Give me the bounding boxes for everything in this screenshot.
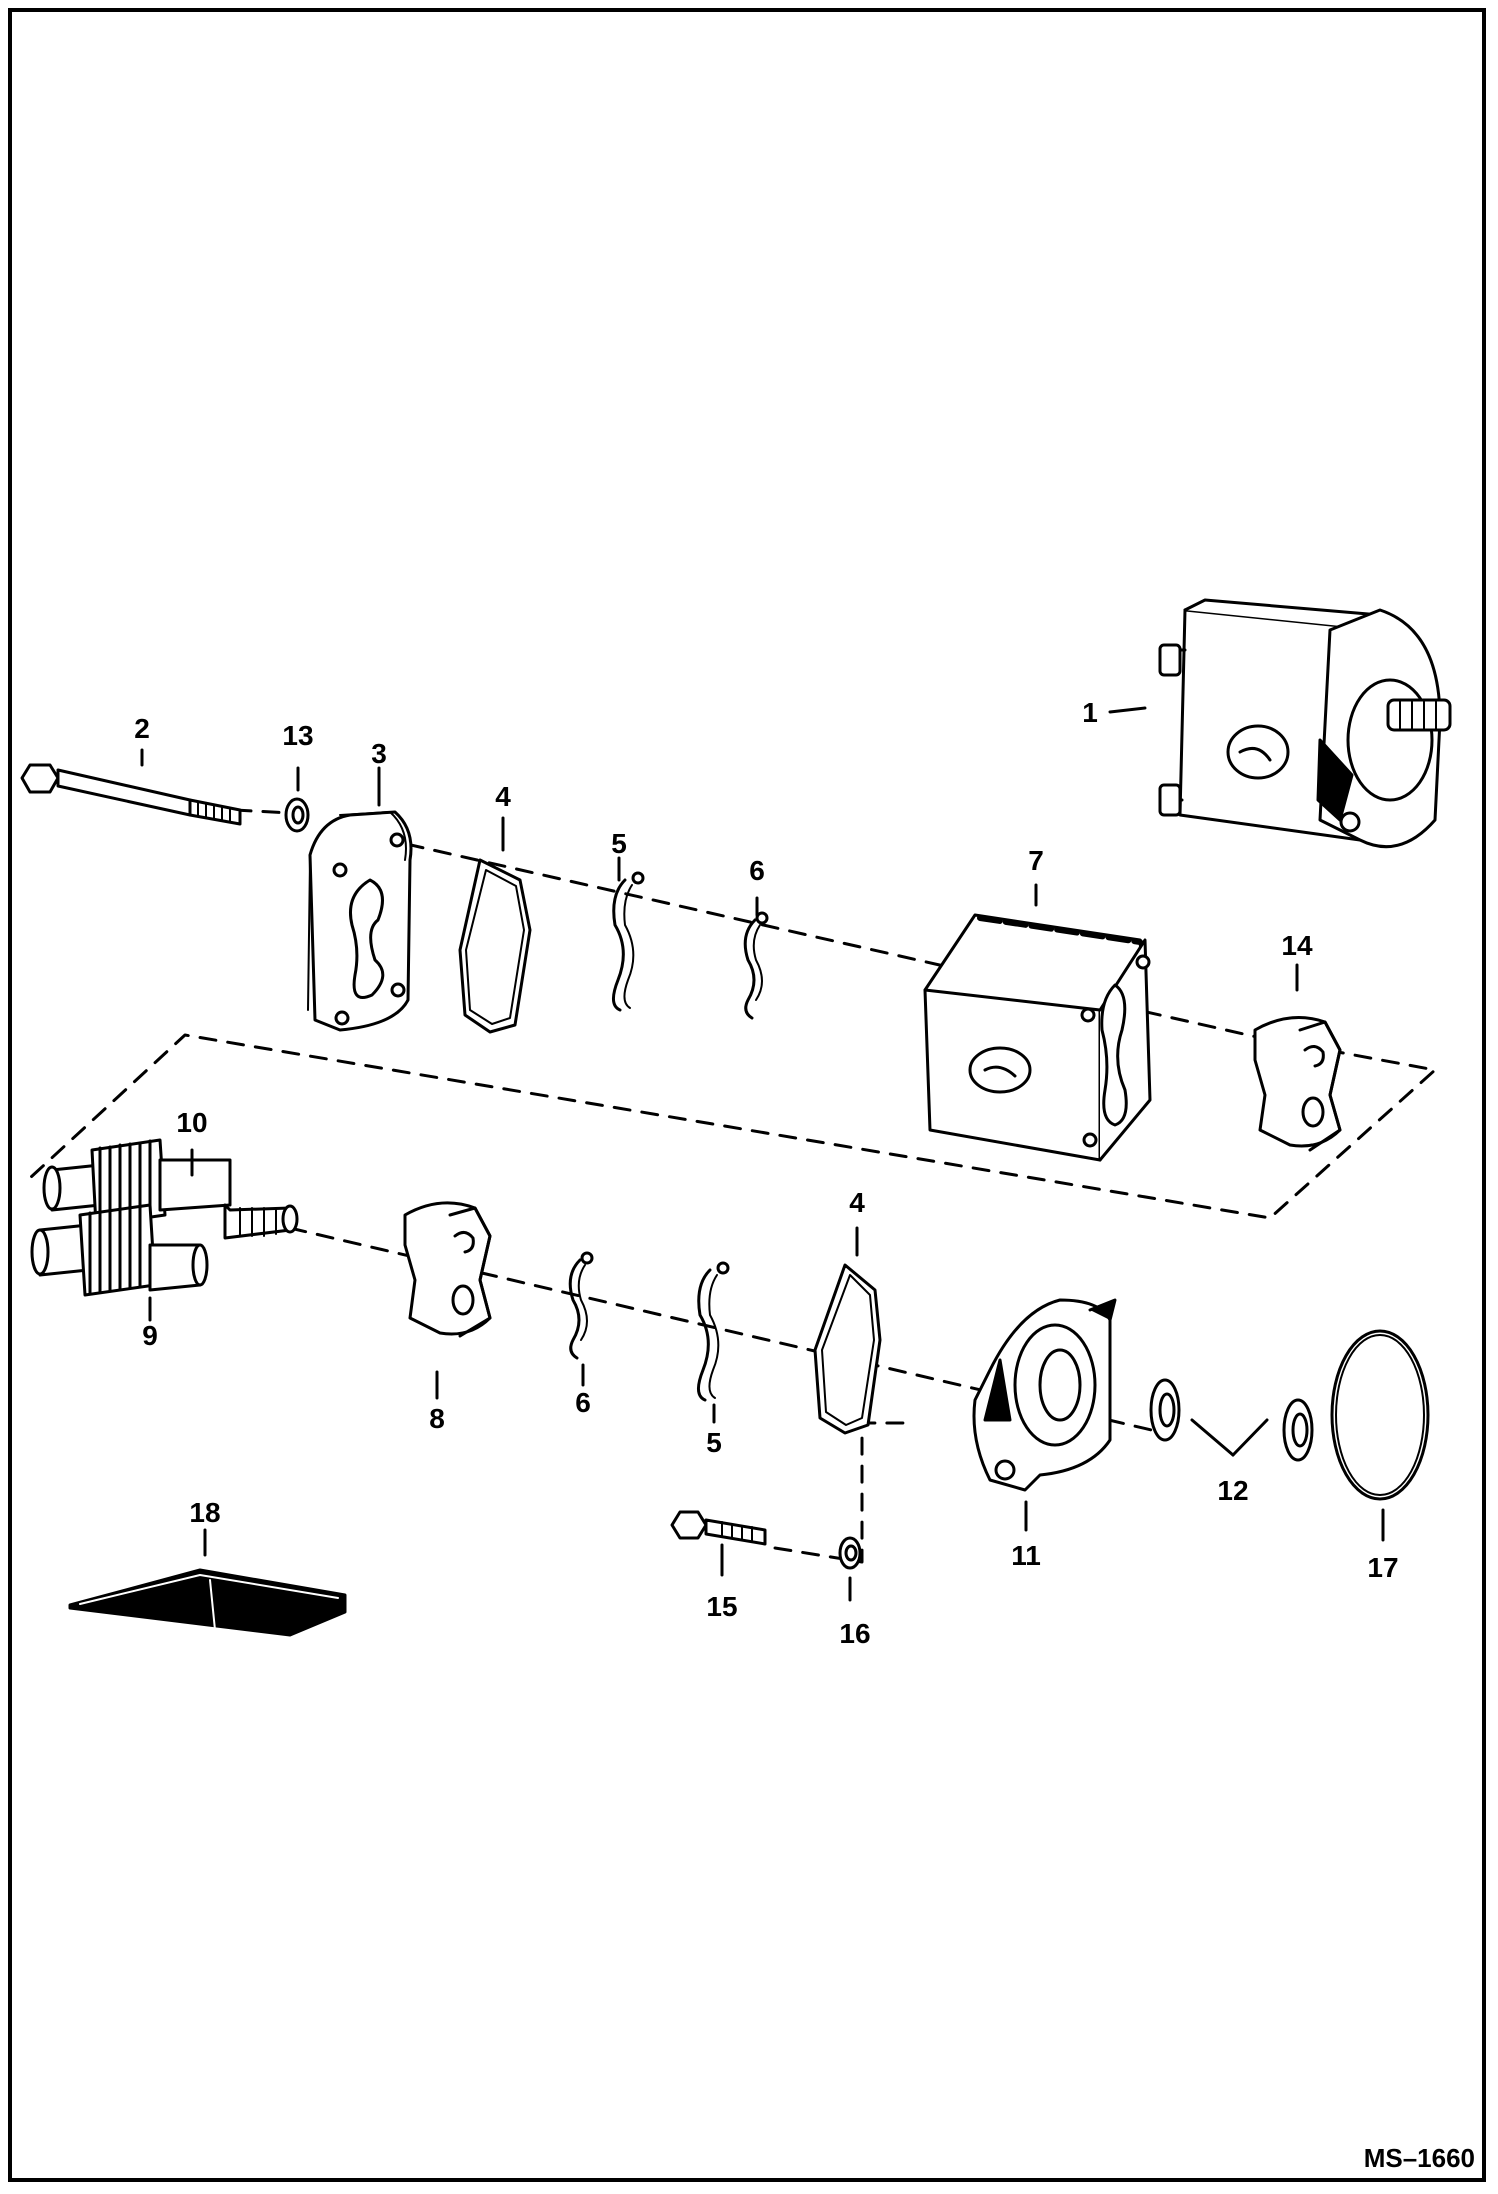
- callout-17: 17: [1367, 1552, 1398, 1583]
- callout-16: 16: [839, 1618, 870, 1649]
- callout-12: 12: [1217, 1475, 1248, 1506]
- part-15-bolt: [670, 1510, 767, 1546]
- callout-4-upper: 4: [495, 781, 511, 812]
- callout-4-lower: 4: [849, 1187, 865, 1218]
- part-14-bearing-block: [1253, 1016, 1342, 1152]
- figure-code: MS–1660: [1364, 2143, 1475, 2173]
- part-8-bearing-block: [403, 1201, 492, 1338]
- callout-8: 8: [429, 1403, 445, 1434]
- callout-6-lower: 6: [575, 1387, 591, 1418]
- part-6-ring-lower: [568, 1251, 594, 1360]
- callout-18: 18: [189, 1497, 220, 1528]
- part-1-pump-assembly: [1158, 598, 1452, 849]
- part-5-backup-ring-upper: [612, 871, 645, 1012]
- part-6-ring-upper: [743, 911, 769, 1020]
- callout-5-lower: 5: [706, 1427, 722, 1458]
- part-10-drive-gear: [42, 1138, 299, 1240]
- part-4-seal-lower: [813, 1263, 882, 1435]
- callout-2: 2: [134, 713, 150, 744]
- part-5-backup-ring-lower: [697, 1261, 730, 1402]
- leader-lines: [140, 706, 1385, 1602]
- part-13-washer: [284, 797, 310, 833]
- part-2-bolt: [20, 763, 242, 826]
- part-9-driven-gear: [30, 1203, 209, 1297]
- callout-6-upper: 6: [749, 855, 765, 886]
- callout-14: 14: [1281, 930, 1313, 961]
- callout-15: 15: [706, 1591, 737, 1622]
- part-4-seal-upper: [458, 858, 532, 1034]
- part-18-decal: [68, 1568, 347, 1637]
- part-3-end-cover: [307, 810, 413, 1032]
- part-7-pump-body: [923, 913, 1152, 1162]
- callout-3: 3: [371, 738, 387, 769]
- callout-13: 13: [282, 720, 313, 751]
- part-16-washer: [838, 1536, 862, 1570]
- part-17-o-ring: [1330, 1329, 1430, 1501]
- callout-9: 9: [142, 1320, 158, 1351]
- callout-1: 1: [1082, 697, 1098, 728]
- callout-labels: 1 2 13 3 4 5 6 7 14 10 9 8 6 5 4 11 12 1…: [134, 697, 1475, 2173]
- callout-10: 10: [176, 1107, 207, 1138]
- callout-7: 7: [1028, 845, 1044, 876]
- part-12-shaft-seals: [1149, 1378, 1314, 1462]
- callout-5-upper: 5: [611, 828, 627, 859]
- callout-11: 11: [1011, 1540, 1041, 1571]
- part-11-mounting-flange: [972, 1298, 1117, 1492]
- page-border: [8, 8, 1486, 2182]
